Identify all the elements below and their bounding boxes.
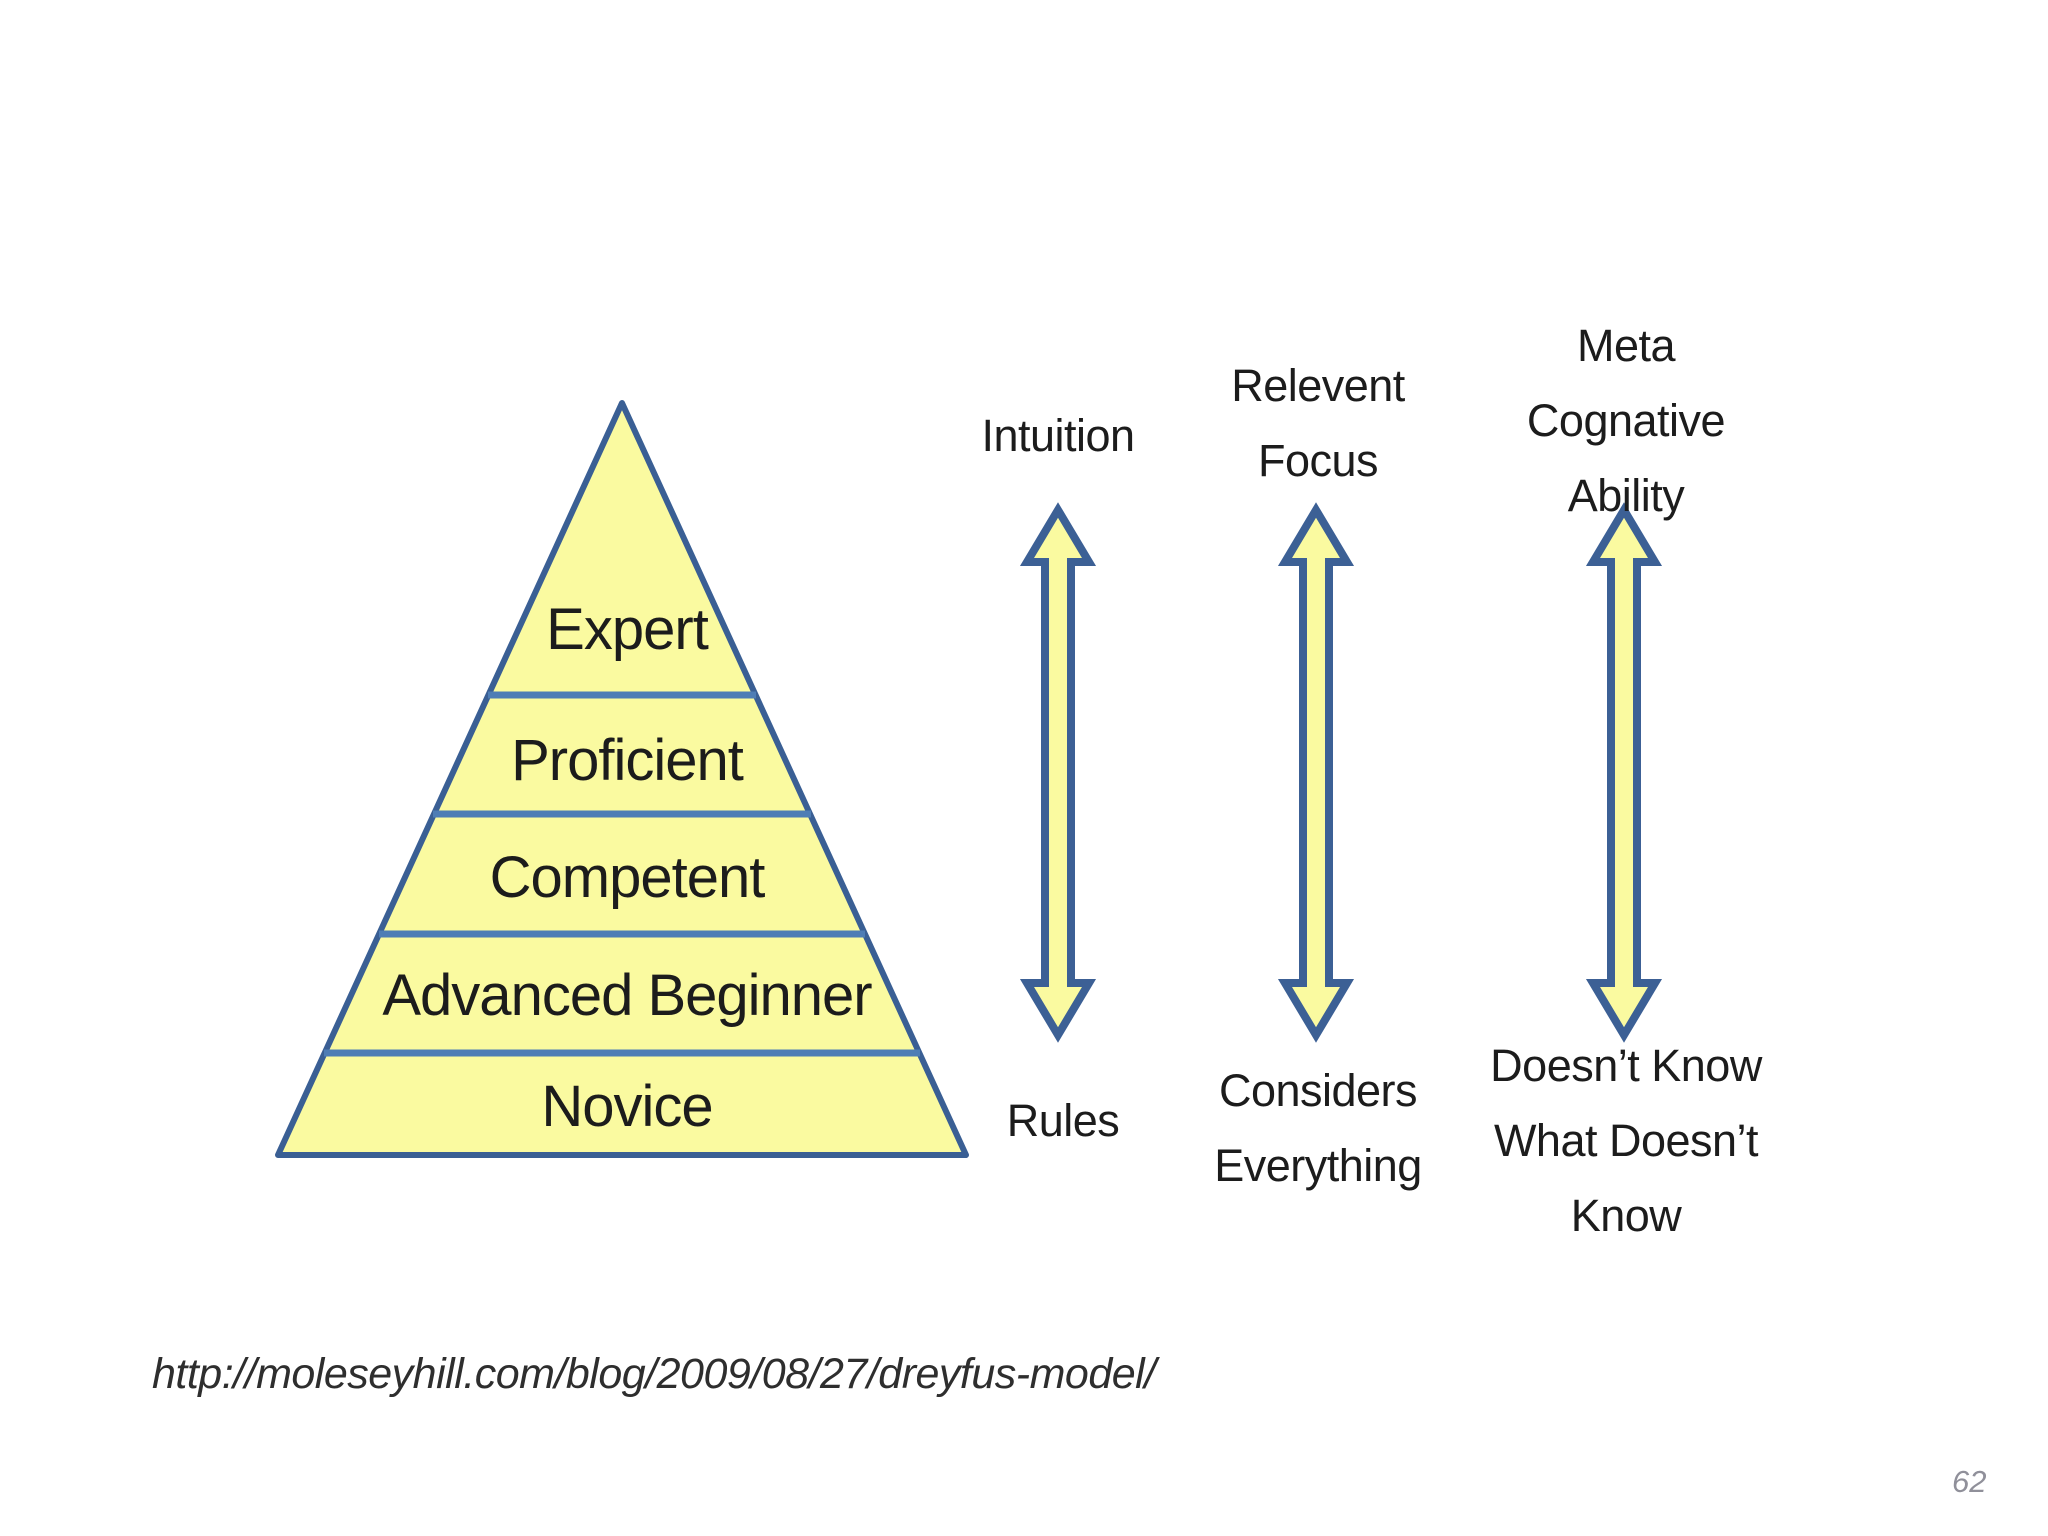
axis-bottom-label-doesnt-know: Doesn’t Know What Doesn’t Know	[1490, 1040, 1762, 1241]
pyramid-level-competent: Competent	[489, 845, 766, 910]
axis-top-label-intuition: Intuition	[981, 410, 1135, 461]
double-arrow-icon	[1019, 502, 1097, 1043]
double-arrow-icon	[1585, 502, 1663, 1043]
source-url: http://moleseyhill.com/blog/2009/08/27/d…	[152, 1350, 1156, 1398]
axis-bottom-label-considers-everything: Considers Everything	[1214, 1065, 1422, 1191]
axis-bottom-label-rules: Rules	[1006, 1095, 1120, 1146]
pyramid-level-novice: Novice	[541, 1074, 713, 1139]
pyramid-level-proficient: Proficient	[511, 728, 744, 793]
pyramid-shape	[275, 400, 969, 1158]
double-arrow-icon	[1277, 502, 1355, 1043]
page-number: 62	[1952, 1464, 1987, 1499]
pyramid-level-advanced-beginner: Advanced Beginner	[382, 963, 872, 1028]
pyramid-level-expert: Expert	[546, 597, 709, 662]
axis-top-label-relevent-focus: Relevent Focus	[1231, 360, 1405, 486]
axis-top-label-meta-cognative-ability: Meta Cognative Ability	[1526, 320, 1726, 521]
